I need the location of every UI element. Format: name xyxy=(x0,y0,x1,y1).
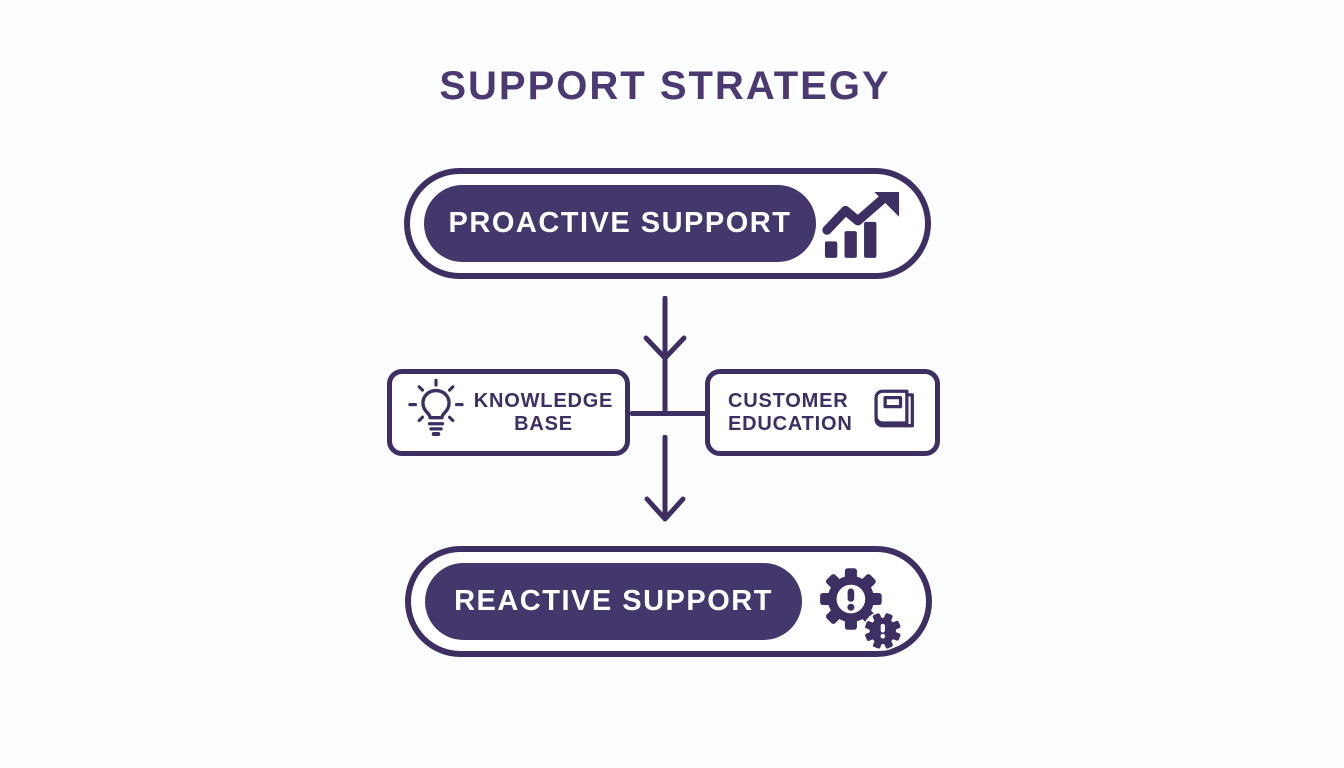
node-proactive-support: PROACTIVE SUPPORT xyxy=(404,168,931,279)
lightbulb-icon xyxy=(408,378,464,436)
page-title: SUPPORT STRATEGY xyxy=(439,64,891,108)
arrow-proactive-to-middle xyxy=(643,296,687,416)
connector-knowledge-to-education xyxy=(630,411,706,416)
arrow-middle-to-reactive xyxy=(644,435,686,522)
customer-education-label: CUSTOMER EDUCATION xyxy=(728,390,853,435)
book-icon xyxy=(874,389,914,427)
node-customer-education: CUSTOMER EDUCATION xyxy=(705,369,940,456)
node-knowledge-base: KNOWLEDGE BASE xyxy=(387,369,630,456)
alert-gears-icon xyxy=(820,568,903,651)
reactive-support-label: REACTIVE SUPPORT xyxy=(425,563,802,640)
growth-chart-icon xyxy=(822,192,900,258)
node-reactive-support: REACTIVE SUPPORT xyxy=(405,546,932,657)
proactive-support-label: PROACTIVE SUPPORT xyxy=(424,185,816,262)
knowledge-base-label: KNOWLEDGE BASE xyxy=(473,390,614,435)
